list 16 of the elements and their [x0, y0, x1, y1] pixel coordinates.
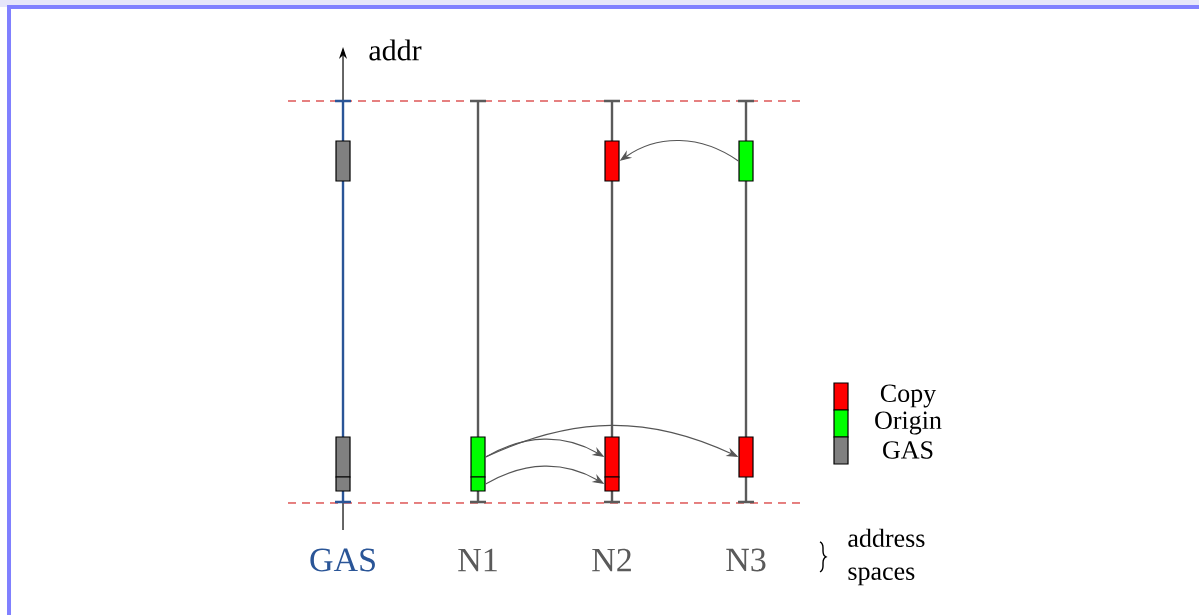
legend-label: Copy [880, 384, 937, 408]
column-label: N2 [592, 548, 631, 572]
column-label: N1 [458, 548, 497, 572]
column-label: N3 [726, 548, 766, 572]
memory-block [604, 140, 620, 182]
memory-block [738, 140, 754, 182]
axis-label: addr [369, 39, 422, 61]
note-text: address spaces [848, 528, 925, 586]
memory-block [335, 140, 351, 182]
memory-block [738, 436, 754, 478]
memory-block [604, 476, 620, 492]
memory-block [335, 476, 351, 492]
legend-label: Origin [875, 411, 942, 435]
column-label: GAS [310, 548, 375, 572]
legend-label: GAS [883, 441, 933, 459]
memory-block [470, 476, 486, 492]
